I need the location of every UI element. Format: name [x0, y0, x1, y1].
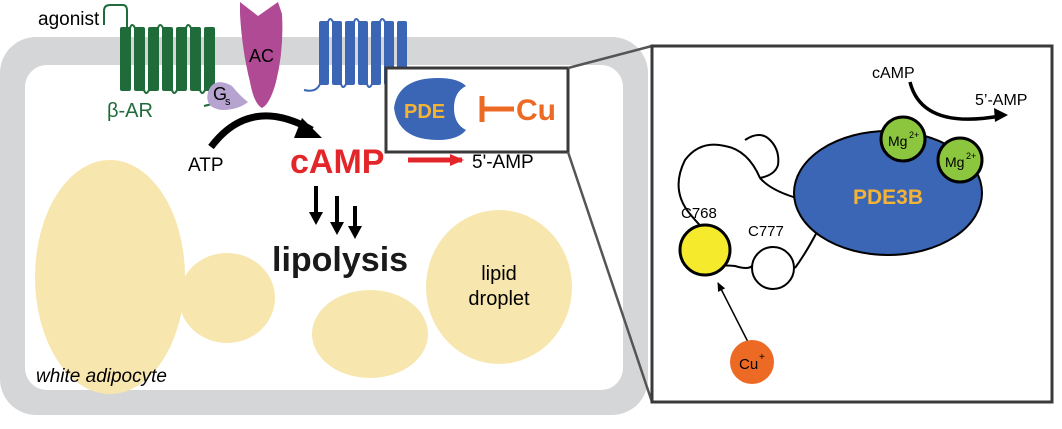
mg-ion-2: Mg 2+	[936, 136, 984, 184]
pde-enzyme-shape	[394, 78, 466, 140]
cell-type-label: white adipocyte	[36, 366, 167, 387]
lipid-droplet-small-left	[179, 253, 275, 343]
protein-loop	[744, 134, 780, 179]
pde-callout: PDE Cu	[384, 66, 570, 154]
lipid-droplets	[35, 160, 572, 394]
lipid-droplet-large	[35, 160, 185, 394]
mg-ion-1-charge: 2+	[909, 130, 919, 140]
lipid-droplet-label-line1: lipid	[481, 263, 517, 285]
c777-residue	[751, 246, 795, 290]
mg-ion-2-charge: 2+	[966, 151, 976, 161]
zoom-line-bottom	[566, 151, 654, 403]
lipid-droplet-label-line2: droplet	[468, 288, 530, 310]
mg-ion-1-label: Mg	[888, 133, 907, 149]
gs-label: G	[213, 84, 227, 104]
mg-ion-1: Mg 2+	[879, 115, 927, 163]
adenylyl-cyclase: AC	[240, 2, 283, 108]
ac-shape	[240, 2, 283, 108]
ac-label: AC	[249, 46, 274, 66]
camp-label: cAMP	[290, 143, 384, 181]
amp-product-label: 5'-AMP	[472, 152, 534, 173]
zoom-line-top	[567, 44, 653, 70]
c768-label: C768	[681, 205, 717, 222]
beta-ar-label: β-AR	[107, 100, 153, 122]
lipid-droplet-small-center	[312, 290, 428, 378]
gs-subscript: s	[225, 96, 231, 108]
inset-amp-label: 5’-AMP	[975, 92, 1027, 109]
pde3b-label: PDE3B	[853, 186, 923, 209]
inset-panel: PDE3B Mg 2+ Mg 2+ cAMP 5’-AMP C768 C777 …	[650, 44, 1054, 404]
gs-protein-shape	[207, 82, 248, 110]
blue-receptor	[303, 18, 410, 98]
cu-ion	[730, 340, 774, 384]
gs-protein: G s	[207, 82, 248, 110]
cu-ion-label: Cu	[739, 356, 758, 373]
mg-ion-2-label: Mg	[945, 154, 964, 170]
lipid-droplet-right	[426, 210, 572, 364]
c768-residue	[678, 223, 732, 277]
cu-ion-charge: +	[759, 352, 765, 363]
atp-to-camp-arrowhead	[294, 118, 322, 138]
c777-label: C777	[748, 223, 784, 240]
lipolysis-label: lipolysis	[272, 241, 408, 279]
inset-hydrolysis-arrowhead	[994, 108, 1008, 122]
lipolysis-arrows	[309, 186, 362, 239]
cu-label: Cu	[516, 94, 556, 127]
cu-binding-arrow	[717, 282, 749, 343]
inset-hydrolysis-arrow	[908, 81, 1001, 121]
pde-label: PDE	[404, 101, 445, 123]
inset-camp-label: cAMP	[872, 65, 915, 82]
atp-to-camp-arrow	[208, 112, 314, 150]
adipocyte-cell: G s AC agonist β-AR ATP cAMP 5'-AMP li	[0, 2, 648, 415]
agonist-label: agonist	[38, 9, 100, 30]
atp-label: ATP	[188, 155, 224, 176]
